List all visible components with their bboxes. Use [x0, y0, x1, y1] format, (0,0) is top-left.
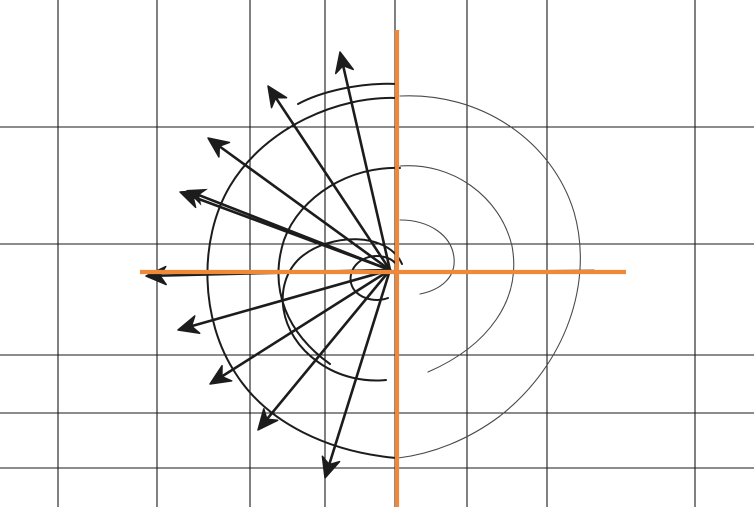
arrowhead-icon: [257, 408, 279, 431]
arrow-shaft: [217, 268, 392, 380]
arrow-shaft: [272, 93, 392, 272]
axes: [140, 30, 626, 507]
arrowhead-icon: [334, 51, 354, 75]
arrow-shaft: [194, 192, 392, 272]
arrow-shaft: [340, 60, 392, 272]
arrowhead-icon: [209, 364, 233, 385]
arrow-shaft: [326, 268, 392, 470]
arrowhead-icon: [267, 85, 288, 109]
arrow-shaft: [186, 268, 392, 329]
arrowhead-icon: [186, 188, 208, 206]
arrowhead-icon: [321, 455, 341, 479]
arrow-shaft: [263, 268, 392, 424]
arrowhead-icon: [177, 315, 201, 334]
arrows: [145, 51, 392, 479]
arrowhead-icon: [207, 137, 231, 158]
arrow-shaft: [214, 142, 392, 272]
spiral-faint-right-half: [397, 95, 595, 459]
